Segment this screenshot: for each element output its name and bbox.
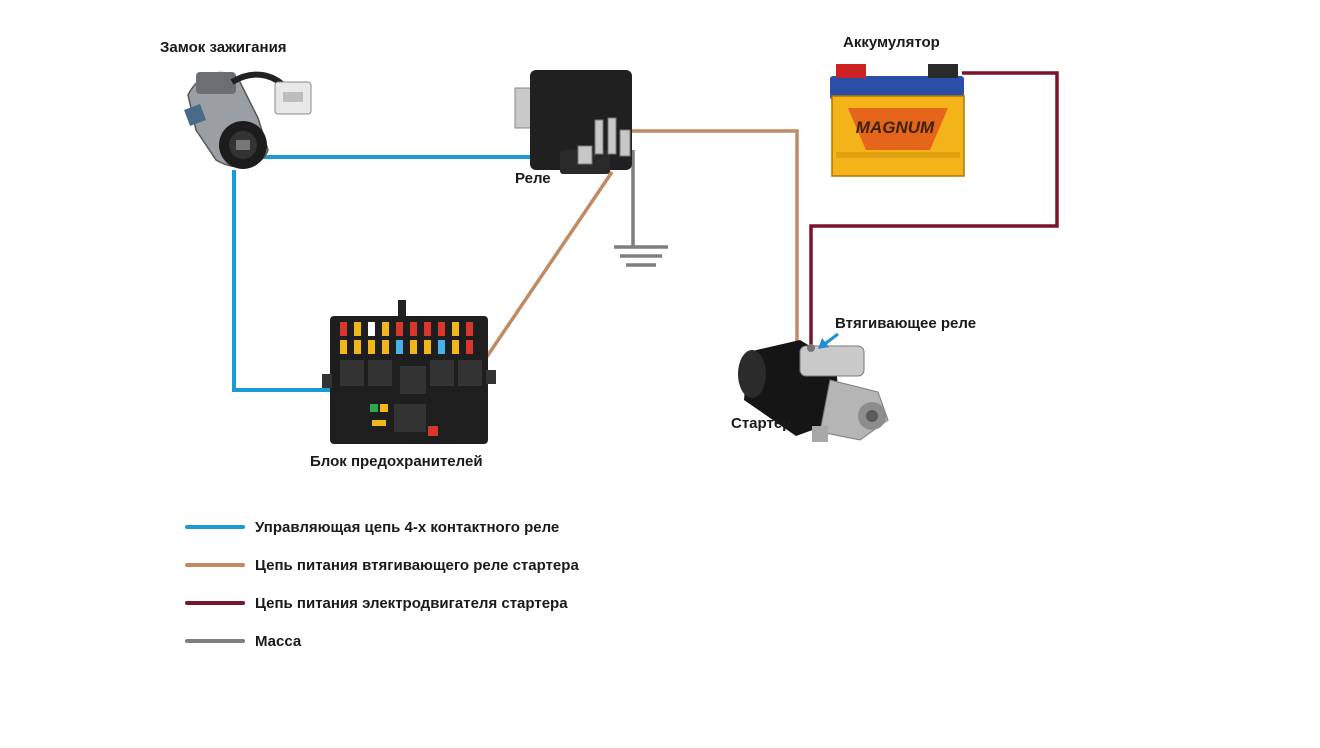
legend-label: Цепь питания втягивающего реле стартера [255, 556, 579, 574]
ground-symbol [614, 245, 668, 267]
legend: Управляющая цепь 4-х контактного реле Це… [185, 508, 579, 660]
legend-swatch [185, 563, 245, 567]
legend-label: Цепь питания электродвигателя стартера [255, 594, 568, 612]
wire-solenoid-relay-starter [622, 129, 799, 348]
solenoid-pointer-arrow [818, 332, 839, 349]
battery-image: MAGNUM [830, 64, 965, 177]
fuse-block-image [322, 300, 496, 444]
solenoid-label: Втягивающее реле [835, 315, 977, 332]
legend-item-ground: Масса [185, 622, 579, 660]
legend-swatch [185, 525, 245, 529]
relay-image [514, 70, 632, 174]
battery-label: Аккумулятор [843, 34, 940, 51]
relay-label: Реле [515, 170, 551, 187]
legend-label: Управляющая цепь 4-х контактного реле [255, 518, 560, 536]
wire-control-ignition-fuse [232, 170, 330, 392]
legend-item-solenoid-power: Цепь питания втягивающего реле стартера [185, 546, 579, 584]
wire-solenoid-fuse-relay [484, 171, 614, 359]
ignition-switch-image [184, 71, 312, 169]
legend-label: Масса [255, 632, 302, 650]
starter-label: Стартер [731, 415, 792, 432]
legend-item-motor-power: Цепь питания электродвигателя стартера [185, 584, 579, 622]
legend-swatch [185, 639, 245, 643]
fuse-row-middle [340, 340, 473, 354]
starter-image [738, 340, 889, 442]
legend-item-control: Управляющая цепь 4-х контактного реле [185, 508, 579, 546]
ignition-switch-label: Замок зажигания [160, 39, 287, 56]
legend-swatch [185, 601, 245, 605]
wire-motor-battery-starter [809, 71, 1059, 346]
battery-brand: MAGNUM [856, 118, 935, 137]
fuse-row-top [340, 322, 473, 336]
fuse-block-label: Блок предохранителей [310, 453, 483, 470]
